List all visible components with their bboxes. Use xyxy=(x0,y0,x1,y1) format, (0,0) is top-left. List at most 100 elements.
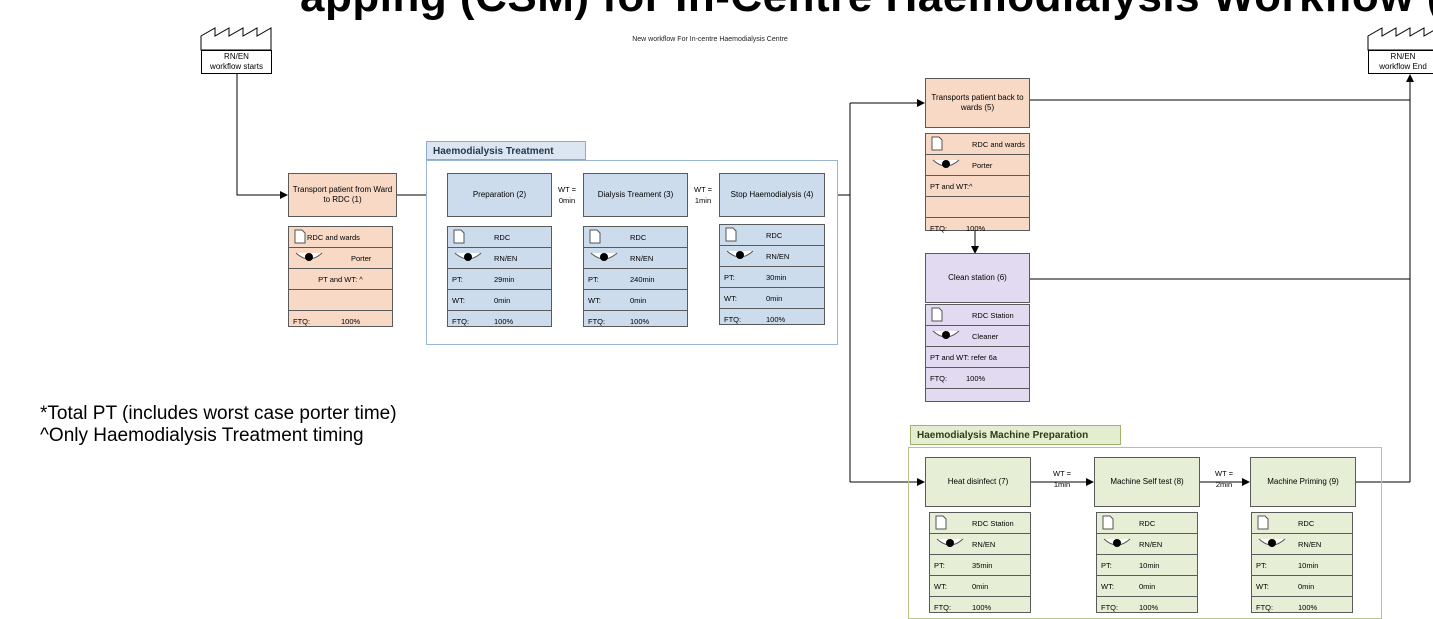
step-2-wt-label: WT: xyxy=(452,295,465,305)
wait-8-9-value: 2min xyxy=(1215,480,1233,489)
step-8-data-box: RDC RN/EN PT: 10min WT: 0min FTQ: 100% xyxy=(1096,512,1198,613)
step-6-ftq: 100% xyxy=(966,373,986,383)
step-5-ftq-label: FTQ: xyxy=(930,223,948,233)
step-4-wt-label: WT: xyxy=(724,293,737,303)
step-6-time-row: PT and WT: refer 6a xyxy=(926,347,1029,368)
step-3-role-row: RN/EN xyxy=(584,248,687,269)
step-1-location: RDC and wards xyxy=(307,232,360,242)
step-7-wt-row: WT: 0min xyxy=(930,576,1030,597)
step-3-wt-row: WT: 0min xyxy=(584,290,687,311)
step-3-ftq: 100% xyxy=(630,316,650,326)
step-4-location-row: RDC xyxy=(720,225,824,246)
step-2-location-row: RDC xyxy=(448,227,551,248)
step-5-ftq-row: FTQ: 100% xyxy=(926,218,1029,238)
step-8-process-box: Machine Self test (8) xyxy=(1094,457,1200,507)
step-9-pt-row: PT: 10min xyxy=(1252,555,1352,576)
end-line-1: RN/EN xyxy=(1390,52,1416,61)
step-1-title: Transport patient from Ward to RDC (1) xyxy=(292,185,393,204)
step-5-role-row: Porter xyxy=(926,155,1029,176)
step-5-blank-row xyxy=(926,197,1029,218)
step-9-location-row: RDC xyxy=(1252,513,1352,534)
footnote-only-treatment: ^Only Haemodialysis Treatment timing xyxy=(40,425,364,446)
wait-time-3-4: WT = 1min xyxy=(689,186,717,205)
step-4-pt-row: PT: 30min xyxy=(720,267,824,288)
step-7-location-row: RDC Station xyxy=(930,513,1030,534)
step-4-pt: 30min xyxy=(766,272,787,282)
step-2-wt-row: WT: 0min xyxy=(448,290,551,311)
step-3-pt-label: PT: xyxy=(588,274,599,284)
step-7-pt-row: PT: 35min xyxy=(930,555,1030,576)
wait-2-3-value: 0min xyxy=(558,196,576,205)
wait-2-3-label: WT = xyxy=(558,185,576,194)
step-4-wt-row: WT: 0min xyxy=(720,288,824,309)
step-3-pt-row: PT: 240min xyxy=(584,269,687,290)
step-6-ftq-row: FTQ: 100% xyxy=(926,368,1029,389)
document-icon xyxy=(453,229,465,244)
step-3-role: RN/EN xyxy=(630,253,654,263)
step-1-ftq: 100% xyxy=(341,316,361,326)
step-4-ftq-row: FTQ: 100% xyxy=(720,309,824,329)
operator-icon xyxy=(1103,538,1131,547)
step-1-time-row: PT and WT: ^ xyxy=(289,269,392,290)
step-5-pt-wt: PT and WT:^ xyxy=(930,181,973,191)
step-8-pt: 10min xyxy=(1139,560,1160,570)
step-4-pt-label: PT: xyxy=(724,272,735,282)
step-2-data-box: RDC RN/EN PT: 29min WT: 0min FTQ: 100% xyxy=(447,226,552,327)
step-9-wt-label: WT: xyxy=(1256,581,1269,591)
step-2-pt-label: PT: xyxy=(452,274,463,284)
step-7-process-box: Heat disinfect (7) xyxy=(925,457,1031,507)
step-6-location: RDC Station xyxy=(972,310,1014,320)
step-3-wt-label: WT: xyxy=(588,295,601,305)
step-4-location: RDC xyxy=(766,230,783,240)
step-5-time-row: PT and WT:^ xyxy=(926,176,1029,197)
step-9-wt-row: WT: 0min xyxy=(1252,576,1352,597)
treatment-group-title: Haemodialysis Treatment xyxy=(426,141,586,160)
step-7-data-box: RDC Station RN/EN PT: 35min WT: 0min FTQ… xyxy=(929,512,1031,613)
step-8-role-row: RN/EN xyxy=(1097,534,1197,555)
step-9-role: RN/EN xyxy=(1298,539,1322,549)
step-2-role: RN/EN xyxy=(494,253,518,263)
step-1-process-box: Transport patient from Ward to RDC (1) xyxy=(288,173,397,217)
step-9-ftq-row: FTQ: 100% xyxy=(1252,597,1352,617)
step-9-data-box: RDC RN/EN PT: 10min WT: 0min FTQ: 100% xyxy=(1251,512,1353,613)
step-3-data-box: RDC RN/EN PT: 240min WT: 0min FTQ: 100% xyxy=(583,226,688,327)
start-line-2: workflow starts xyxy=(210,62,263,71)
step-3-wt: 0min xyxy=(630,295,647,305)
step-1-ftq-row: FTQ: 100% xyxy=(289,311,392,331)
factory-start-icon xyxy=(200,27,272,51)
operator-icon xyxy=(932,159,960,168)
step-7-title: Heat disinfect (7) xyxy=(947,477,1009,486)
step-8-location: RDC xyxy=(1139,518,1156,528)
step-8-wt: 0min xyxy=(1139,581,1156,591)
step-1-ftq-label: FTQ: xyxy=(293,316,311,326)
step-5-location: RDC and wards xyxy=(972,139,1025,149)
step-4-role-row: RN/EN xyxy=(720,246,824,267)
step-2-pt: 29min xyxy=(494,274,515,284)
document-icon xyxy=(935,515,947,530)
operator-icon xyxy=(454,252,482,261)
step-6-data-box: RDC Station Cleaner PT and WT: refer 6a … xyxy=(925,304,1030,402)
wait-7-8-label: WT = xyxy=(1053,469,1071,478)
step-4-ftq-label: FTQ: xyxy=(724,314,742,324)
step-1-role-row: Porter xyxy=(289,248,392,269)
step-6-pt-wt: PT and WT: refer 6a xyxy=(930,352,997,362)
wait-8-9-label: WT = xyxy=(1215,469,1233,478)
workflow-end-box: RN/EN workflow End xyxy=(1368,50,1433,74)
wait-3-4-value: 1min xyxy=(694,196,712,205)
factory-end-icon xyxy=(1367,27,1433,51)
step-2-title: Preparation (2) xyxy=(472,190,527,199)
step-1-pt-wt: PT and WT: ^ xyxy=(318,274,363,284)
step-9-title: Machine Priming (9) xyxy=(1267,477,1339,486)
flow-start-to-1 xyxy=(236,74,288,199)
step-9-process-box: Machine Priming (9) xyxy=(1250,457,1356,507)
step-8-location-row: RDC xyxy=(1097,513,1197,534)
document-icon xyxy=(725,227,737,242)
step-3-location: RDC xyxy=(630,232,647,242)
operator-icon xyxy=(932,330,960,339)
step-5-data-box: RDC and wards Porter PT and WT:^ FTQ: 10… xyxy=(925,133,1030,233)
step-2-process-box: Preparation (2) xyxy=(447,173,552,217)
operator-icon xyxy=(726,250,754,259)
step-3-ftq-label: FTQ: xyxy=(588,316,606,326)
step-8-ftq-row: FTQ: 100% xyxy=(1097,597,1197,617)
step-9-wt: 0min xyxy=(1298,581,1315,591)
